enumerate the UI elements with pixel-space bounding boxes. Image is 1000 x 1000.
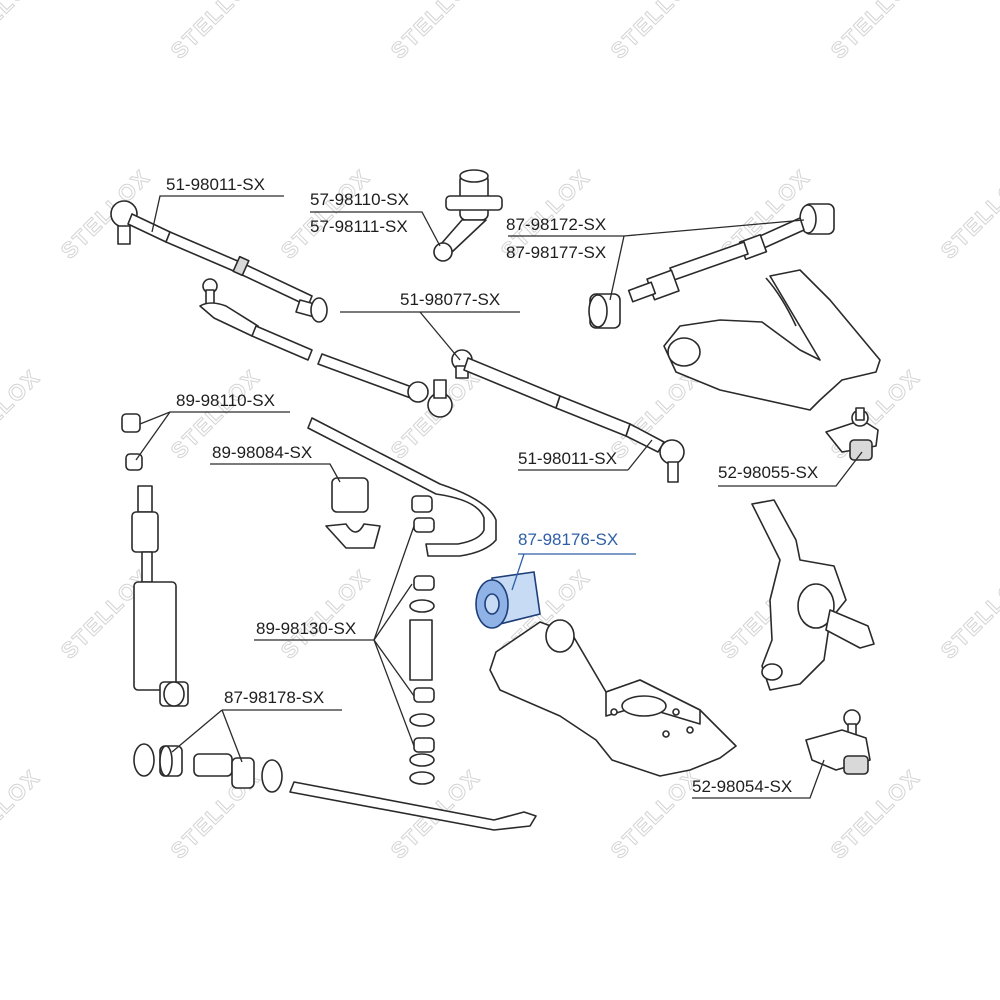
center-link-part [199, 278, 685, 483]
idler-arm-part [433, 169, 503, 262]
watermark-text: STELLOX [276, 564, 375, 663]
upper-arm-bush-part [588, 203, 835, 329]
label-strut-bar-bush: 87-98178-SX [224, 688, 324, 707]
leader-lines [135, 195, 863, 799]
strut-bar-bush-part [133, 743, 537, 831]
label-stabilizer-link-kit: 89-98130-SX [256, 619, 356, 638]
watermark-text: STELLOX [826, 764, 925, 863]
watermark-text: STELLOX [386, 0, 485, 64]
upper-control-arm-part [663, 269, 881, 411]
tie-rod-top-part [110, 200, 313, 307]
watermark-text: STELLOX [166, 0, 265, 64]
label-tie-rod-end-top: 51-98011-SX [166, 175, 265, 194]
lower-control-arm-part [489, 619, 737, 777]
stabilizer-link-kit-part [409, 517, 435, 785]
watermark-text: STELLOX [0, 0, 45, 64]
watermark-text: STELLOX [936, 564, 1000, 663]
watermark-text: STELLOX [56, 164, 155, 263]
label-idler-arm-2: 57-98111-SX [310, 217, 408, 236]
label-idler-arm-1: 57-98110-SX [310, 190, 409, 209]
label-upper-ball-joint: 52-98055-SX [718, 463, 818, 482]
label-stabilizer-bush: 89-98084-SX [212, 443, 312, 462]
label-lower-arm-bush: 87-98176-SX [518, 530, 618, 549]
watermark-text: STELLOX [826, 0, 925, 64]
watermark-text: STELLOX [936, 164, 1000, 263]
watermark-text: STELLOX [0, 364, 45, 463]
watermark-text: STELLOX [606, 764, 705, 863]
watermark-text: STELLOX [0, 764, 45, 863]
steering-knuckle-part [751, 499, 875, 691]
lower-ball-joint-part [805, 709, 871, 775]
part-labels: 51-98011-SX 57-98110-SX 57-98111-SX 87-9… [166, 175, 818, 796]
label-tie-rod-end-right: 51-98011-SX [518, 449, 617, 468]
shock-absorber-part [131, 485, 189, 707]
label-stabilizer-bush-small: 89-98110-SX [176, 391, 275, 410]
stabilizer-bar-part [121, 413, 497, 557]
label-upper-arm-bush-2: 87-98177-SX [506, 243, 606, 262]
label-lower-ball-joint: 52-98054-SX [692, 777, 792, 796]
watermark-text: STELLOX [606, 0, 705, 64]
label-upper-arm-bush-1: 87-98172-SX [506, 215, 606, 234]
label-center-link: 51-98077-SX [400, 290, 500, 309]
lower-arm-bush-highlight [475, 571, 541, 629]
watermark-text: STELLOX [276, 164, 375, 263]
upper-ball-joint-part [825, 407, 879, 461]
